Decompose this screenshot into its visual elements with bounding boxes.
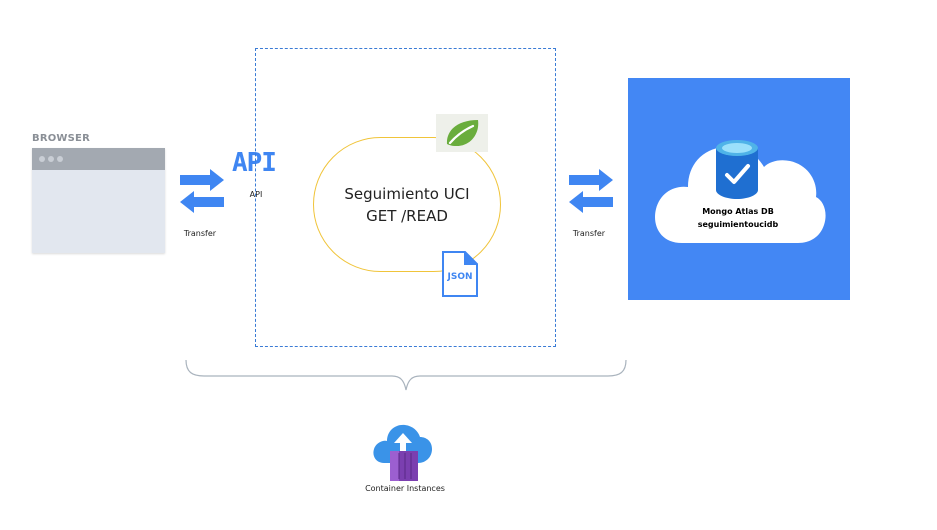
transfer-label-right: Transfer xyxy=(572,229,606,238)
spring-leaf-icon xyxy=(436,114,488,152)
service-endpoint: GET /READ xyxy=(366,206,448,225)
api-label: API xyxy=(249,190,263,199)
grouping-brace xyxy=(185,359,627,391)
browser-label: BROWSER xyxy=(32,133,90,144)
container-instances-icon xyxy=(373,424,432,481)
browser-dot xyxy=(39,156,45,162)
browser-dot xyxy=(48,156,54,162)
json-file-icon xyxy=(442,251,478,297)
service-name: Seguimiento UCI xyxy=(344,184,470,203)
api-icon: API xyxy=(232,148,277,178)
transfer-arrows-icon xyxy=(569,169,613,213)
json-badge-text: JSON xyxy=(447,272,473,282)
transfer-label-left: Transfer xyxy=(183,229,217,238)
database-id: seguimientoucidb xyxy=(697,220,779,229)
browser-dot xyxy=(57,156,63,162)
browser-window-icon xyxy=(32,148,165,253)
service-node: Seguimiento UCI GET /READ xyxy=(313,137,501,272)
container-group-boundary xyxy=(255,48,556,347)
browser-title-bar xyxy=(32,148,165,170)
transfer-arrows-icon xyxy=(180,169,224,213)
azure-database-icon xyxy=(716,140,758,199)
container-instances-label: Container Instances xyxy=(365,484,445,493)
database-name: Mongo Atlas DB xyxy=(702,207,774,216)
